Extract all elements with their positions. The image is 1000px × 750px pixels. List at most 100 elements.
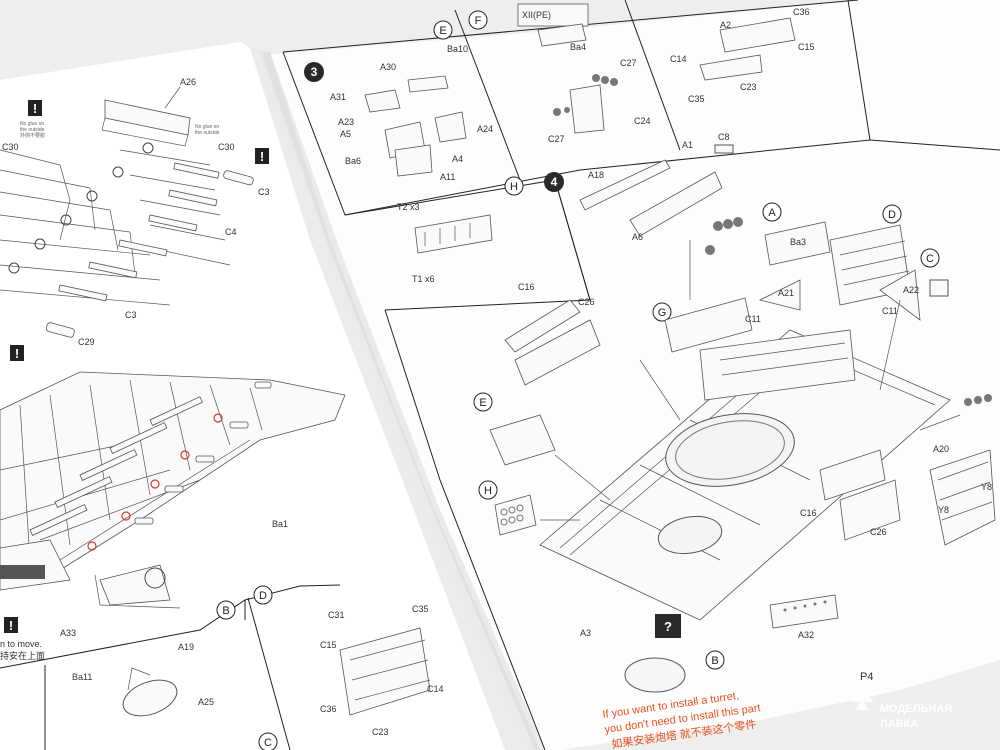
panel-h: H T2 x3 T1 x6 bbox=[397, 176, 524, 284]
callout-e: E bbox=[439, 25, 446, 37]
right-page bbox=[262, 0, 1000, 750]
svg-text:!: ! bbox=[9, 618, 13, 633]
label: C26 bbox=[578, 297, 595, 307]
callout-a: A bbox=[768, 207, 776, 219]
label: 持安在上面 bbox=[0, 650, 45, 661]
hull-side-frame bbox=[0, 371, 346, 609]
label: C3 bbox=[258, 187, 270, 197]
label: C36 bbox=[320, 704, 337, 714]
label: C8 bbox=[718, 132, 730, 142]
callout-c: C bbox=[264, 737, 272, 749]
label: A22 bbox=[903, 285, 919, 295]
callout-b: B bbox=[222, 605, 229, 617]
label: A31 bbox=[330, 92, 346, 102]
step-number: 4 bbox=[551, 175, 558, 189]
label: A21 bbox=[778, 288, 794, 298]
label: A24 bbox=[477, 124, 493, 134]
label: C15 bbox=[320, 640, 337, 650]
label: Y8 bbox=[981, 482, 992, 492]
watermark-line-1: МОДЕЛЬНАЯ bbox=[880, 703, 952, 715]
label: A26 bbox=[180, 77, 196, 87]
label: C23 bbox=[372, 727, 389, 737]
warning-badge-1: ! No glue on the outside 外侧不要胶 bbox=[20, 100, 45, 139]
label: A30 bbox=[380, 62, 396, 72]
label: C16 bbox=[518, 282, 535, 292]
svg-text:外侧不要胶: 外侧不要胶 bbox=[20, 132, 45, 139]
label: C26 bbox=[870, 527, 887, 537]
label: C4 bbox=[225, 227, 237, 237]
panel-c: C bbox=[258, 732, 278, 750]
label: Ba11 bbox=[72, 672, 92, 682]
label: C30 bbox=[2, 142, 19, 152]
svg-text:!: ! bbox=[15, 346, 19, 361]
label: C14 bbox=[670, 54, 687, 64]
left-page-diagram: A26 ! No glue on the outside 外侧不要胶 ! No … bbox=[0, 77, 444, 750]
question-mark: ? bbox=[664, 619, 672, 634]
warning-badge-3: ! bbox=[10, 345, 24, 361]
label: A4 bbox=[452, 154, 463, 164]
panel-b: B Ba11 A19 A25 n to move. 持安在上面 bbox=[0, 600, 236, 717]
svg-text:!: ! bbox=[33, 101, 37, 116]
label: C29 bbox=[78, 337, 95, 347]
label: C30 bbox=[218, 142, 235, 152]
label: C11 bbox=[745, 314, 761, 324]
label: n to move. bbox=[0, 639, 42, 649]
warning-badge-2: ! No glue on the outside bbox=[195, 124, 269, 164]
label: A5 bbox=[340, 129, 351, 139]
label: C36 bbox=[793, 7, 810, 17]
label: T1 x6 bbox=[412, 274, 435, 284]
label: A32 bbox=[798, 630, 814, 640]
svg-text:!: ! bbox=[260, 149, 264, 164]
label: C27 bbox=[548, 134, 565, 144]
callout-h: H bbox=[510, 181, 518, 193]
label: A33 bbox=[60, 628, 76, 638]
label: T2 x3 bbox=[397, 202, 420, 212]
svg-text:No glue on: No glue on bbox=[20, 121, 44, 127]
callout-f: F bbox=[475, 15, 482, 27]
callout-g: G bbox=[658, 307, 667, 319]
label: A19 bbox=[178, 642, 194, 652]
label: A6 bbox=[632, 232, 643, 242]
label: C16 bbox=[800, 508, 817, 518]
label: C27 bbox=[620, 58, 637, 68]
label: Ba10 bbox=[447, 44, 468, 54]
label: C14 bbox=[427, 684, 444, 694]
label: A2 bbox=[720, 20, 731, 30]
callout-d: D bbox=[888, 209, 896, 221]
label: C31 bbox=[328, 610, 345, 620]
label: C15 bbox=[798, 42, 815, 52]
label: Ba3 bbox=[790, 237, 806, 247]
label: Ba1 bbox=[272, 519, 288, 529]
label: A23 bbox=[338, 117, 354, 127]
label: A3 bbox=[580, 628, 591, 638]
label: Ba6 bbox=[345, 156, 361, 166]
svg-text:No glue on: No glue on bbox=[195, 124, 219, 130]
label: Ba4 bbox=[570, 42, 586, 52]
label: A18 bbox=[588, 170, 604, 180]
step-3: 3 E A30 Ba10 A31 A23 A5 A24 Ba6 A4 A11 bbox=[304, 20, 493, 182]
label: Y8 bbox=[938, 505, 949, 515]
callout-h: H bbox=[484, 485, 492, 497]
warning-badge-4: ! bbox=[4, 617, 18, 633]
label: A1 bbox=[682, 140, 693, 150]
label: XII(PE) bbox=[522, 10, 551, 20]
callout-e: E bbox=[479, 397, 486, 409]
watermark-logo: МОДЕЛЬНАЯ ЛАВКА bbox=[850, 688, 952, 730]
right-page-diagram: 3 E A30 Ba10 A31 A23 A5 A24 Ba6 A4 A11 F… bbox=[282, 0, 1000, 750]
page-number: P4 bbox=[860, 671, 873, 683]
label: A11 bbox=[440, 172, 455, 182]
label: A20 bbox=[933, 444, 949, 454]
panel-top-right: A2 C36 C15 C14 C35 C23 bbox=[670, 7, 815, 104]
label: C24 bbox=[634, 116, 651, 126]
watermark-line-2: ЛАВКА bbox=[880, 718, 918, 730]
callout-b: B bbox=[711, 655, 718, 667]
panel-d: D C31 C15 C14 C35 C36 C23 bbox=[253, 585, 444, 737]
label: C23 bbox=[740, 82, 757, 92]
label: C11 bbox=[882, 306, 898, 316]
step-number: 3 bbox=[311, 65, 318, 79]
label: C35 bbox=[688, 94, 705, 104]
callout-c: C bbox=[926, 253, 934, 265]
callout-d: D bbox=[259, 590, 267, 602]
svg-text:the outside: the outside bbox=[20, 127, 45, 133]
